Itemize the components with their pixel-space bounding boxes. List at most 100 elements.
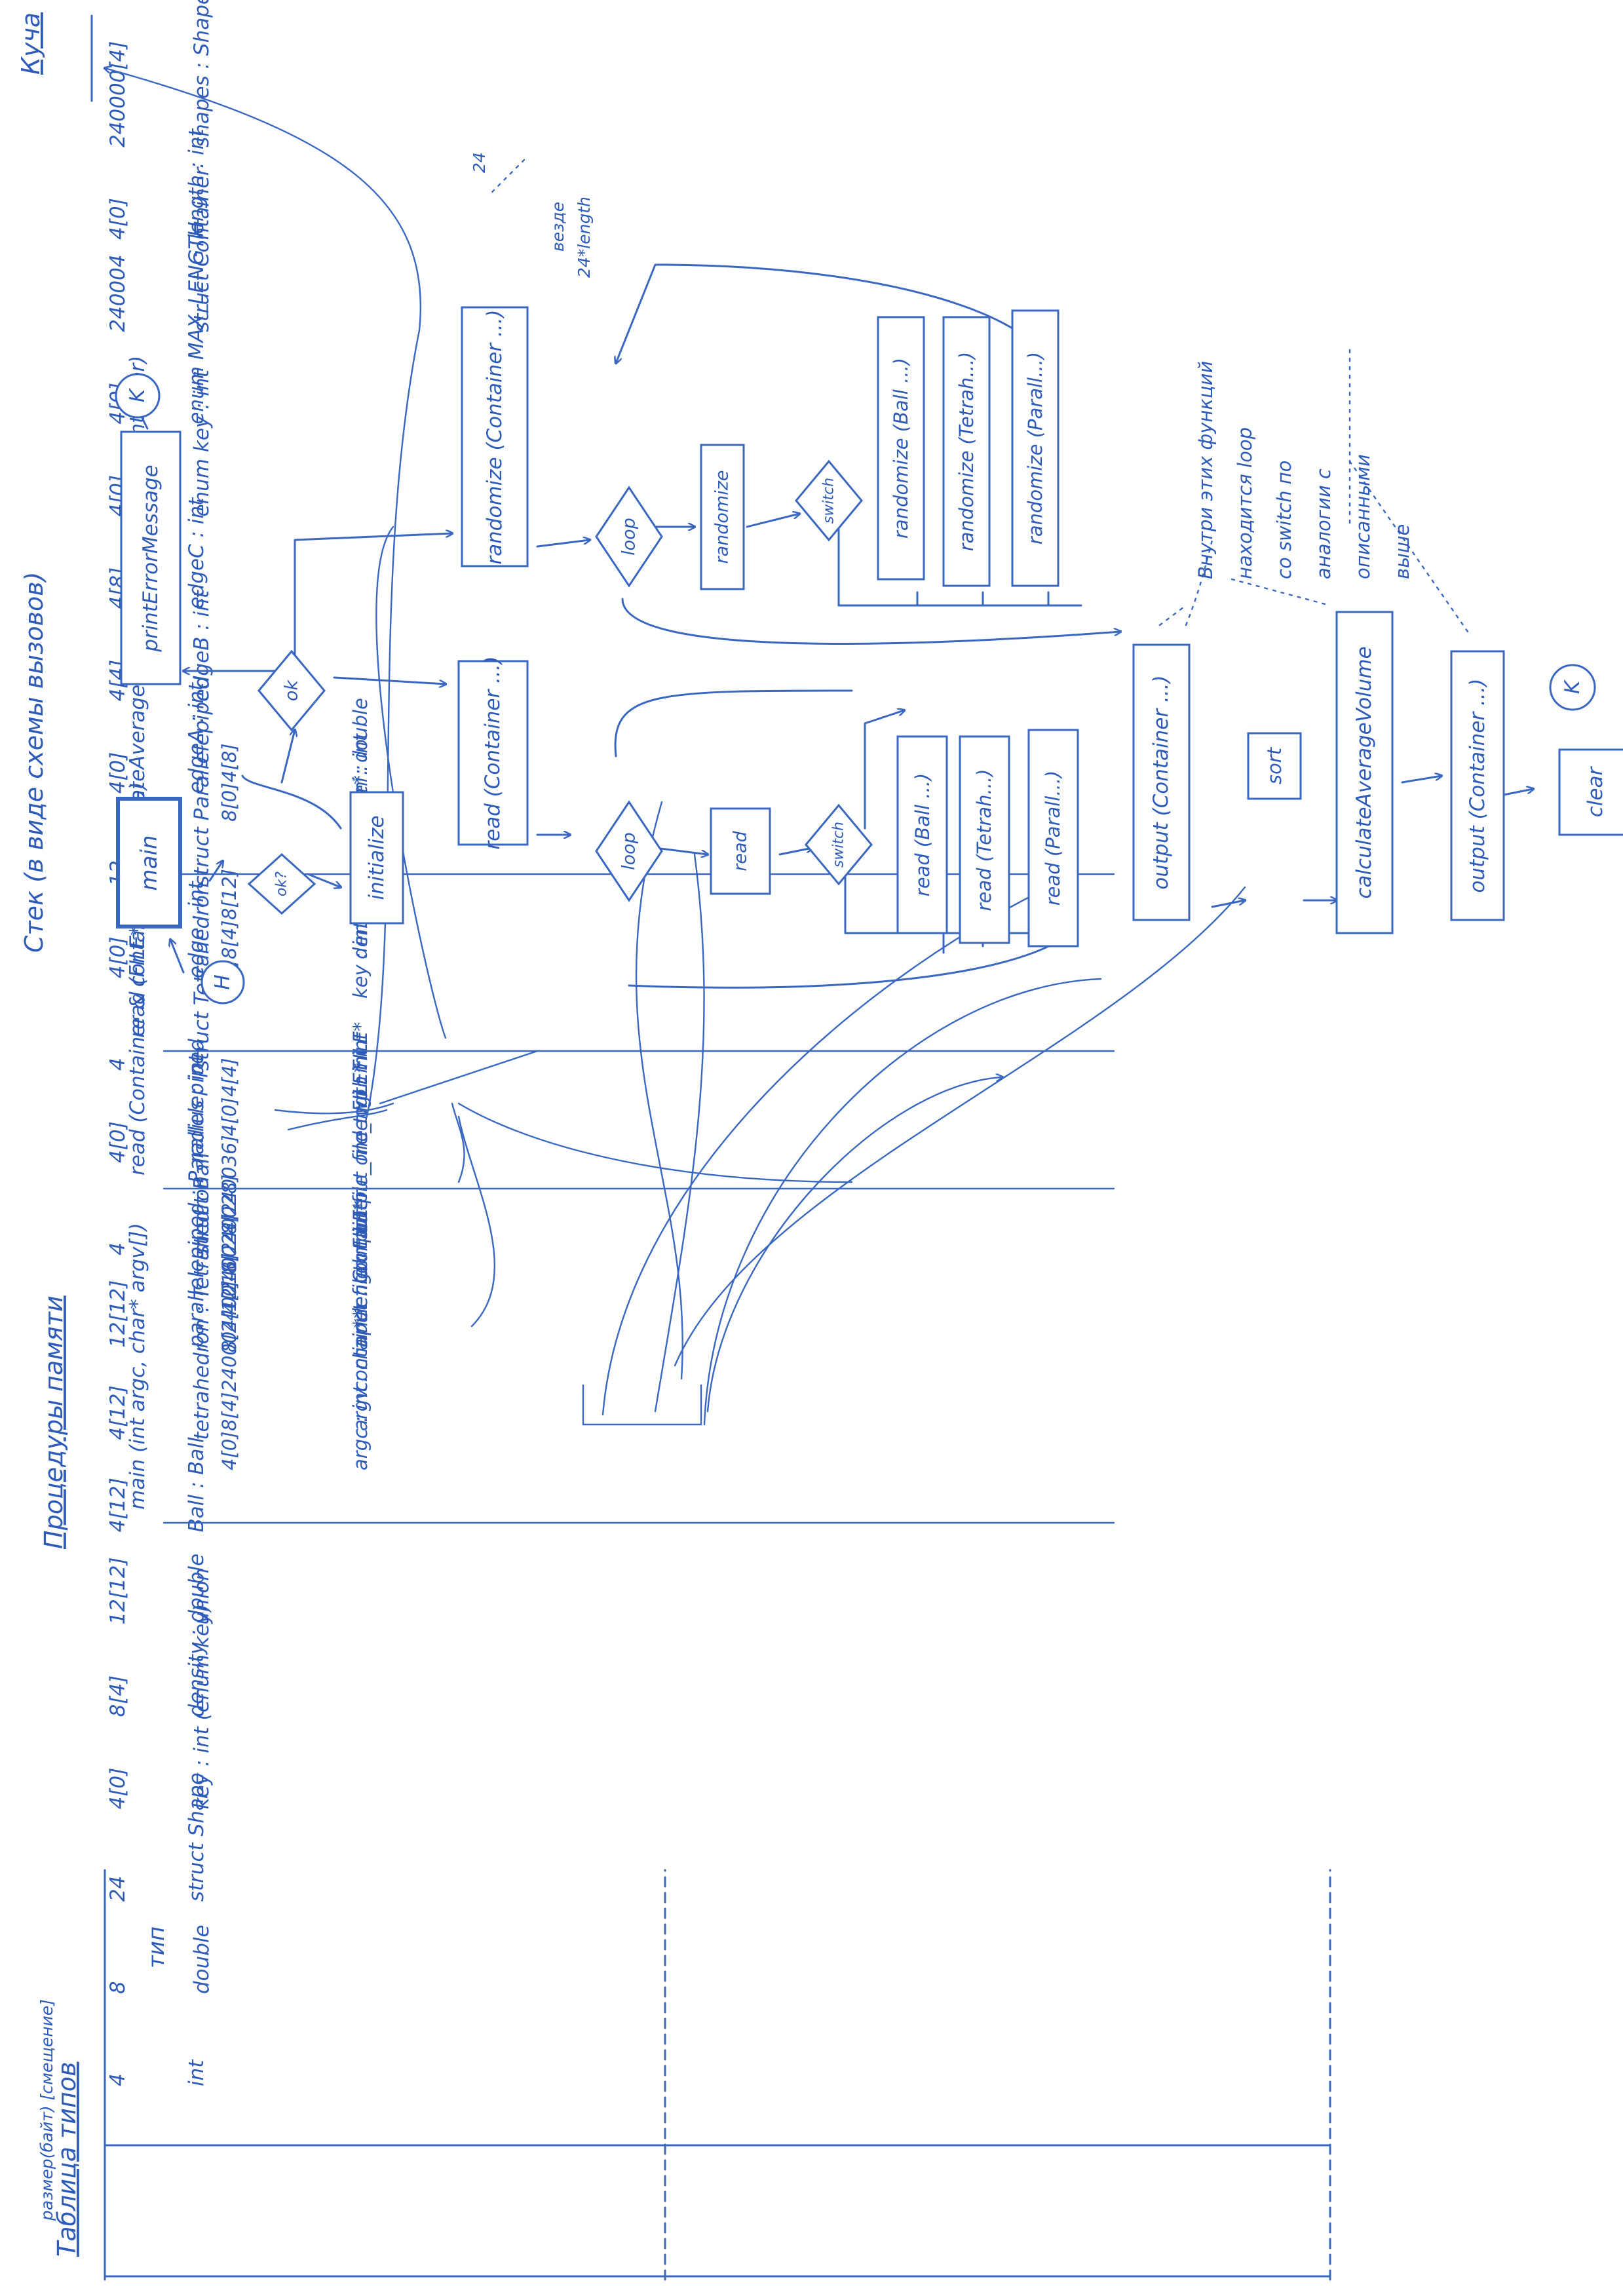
- type-row-size: 4[0]: [106, 198, 130, 240]
- ok-node: ok: [258, 649, 326, 732]
- end-node-2-label: K: [1561, 679, 1584, 694]
- read-node: read: [710, 807, 771, 895]
- procedure-field: length : int: [349, 1208, 372, 1313]
- type-row-name: struct Parallelepiped: [190, 676, 214, 886]
- type-row-name: union: [190, 1568, 214, 1625]
- rand-ball-node: randomize (Ball ...): [877, 316, 925, 581]
- type-row-size: 24: [106, 1876, 130, 1902]
- calc-avg-node: calculateAverageVolume: [1335, 611, 1394, 934]
- procedure-field: argc : int: [349, 1384, 372, 1470]
- heap-section: Куча char*char*char*char*char*FILEFILEFI…: [16, 12, 594, 278]
- types-col-size: размер(байт) [смещение]: [37, 1999, 56, 2221]
- read-tetrah-label: read (Tetrah...): [973, 769, 995, 911]
- procedure-offset: 4[4]: [218, 1058, 240, 1097]
- note-pointers: [1158, 349, 1469, 633]
- procedure-field: container : Container: [349, 1189, 372, 1392]
- procedure-offset: 4[240024]: [218, 1214, 240, 1313]
- procedure-header: main (int argc, char* argv[]): [126, 1223, 149, 1510]
- procedures-title: Процедуры памяти: [39, 1295, 68, 1549]
- function-note-text: Внутри этих функций находится loop со sw…: [1194, 354, 1413, 579]
- type-row-name: density : double: [185, 1554, 208, 1717]
- main-node-label: main: [136, 835, 162, 891]
- type-row-name: length : int: [185, 128, 208, 240]
- union-bracket: [582, 1384, 702, 1426]
- procedure-offset: 8[0]: [218, 782, 240, 822]
- function-note-line-4: аналогии с: [1312, 469, 1335, 579]
- type-row-size: 240000[4]: [106, 41, 130, 147]
- rand-ball-label: randomize (Ball ...): [890, 358, 912, 539]
- type-row-size: 4[12]: [106, 1385, 130, 1440]
- procedure-offset: 8[4]: [218, 1392, 240, 1431]
- randomize-container-node: randomize (Container ...): [461, 306, 529, 567]
- ok-check-label: ok?: [274, 871, 290, 896]
- heap-pointer: [490, 159, 525, 194]
- initialize-label: initialize: [365, 815, 389, 900]
- end-node-1: K: [115, 373, 161, 419]
- procedure-offset: 240004[12]: [218, 1280, 240, 1392]
- clear-label: clear: [1584, 766, 1607, 818]
- type-row-name: edgeA : int: [185, 681, 208, 794]
- function-note: Внутри этих функций находится loop со sw…: [1194, 354, 1413, 579]
- types-col-type: тип: [143, 1926, 170, 1968]
- randomize-container-label: randomize (Container ...): [483, 309, 506, 564]
- type-row-size: 12[12]: [106, 1280, 130, 1348]
- heap-note-a: везде: [548, 202, 567, 252]
- type-row-name: struct Ball: [190, 1152, 214, 1255]
- procedure-field: length : int: [349, 1031, 372, 1136]
- read-parall-node: read (Parall...): [1027, 729, 1079, 947]
- heap-title: Куча: [16, 12, 45, 75]
- type-row-name: Ball : Ball: [185, 1437, 208, 1533]
- type-row-name: shapes : Shape[10000]: [190, 0, 214, 147]
- heap-note-b: 24*length: [575, 197, 594, 278]
- heap-items: char*char*char*char*char*FILEFILEFILESha…: [90, 14, 93, 102]
- type-row-name: enum MAX_LENGTH: [185, 221, 208, 424]
- function-note-line-3: со switch по: [1273, 461, 1295, 579]
- type-row-size: 4[0]: [106, 936, 130, 978]
- print-error-label: printErrorMessage: [139, 465, 162, 653]
- sort-node: sort: [1247, 732, 1302, 800]
- procedure-offset: 8[240036]: [218, 1135, 240, 1234]
- type-row-name: edgeB : int: [190, 589, 214, 701]
- read-loop-node: loop: [595, 800, 663, 902]
- clear-node: clear: [1558, 748, 1623, 836]
- calc-avg-label: calculateAverageVolume: [1352, 646, 1376, 898]
- end-node-1-label: K: [126, 387, 149, 402]
- type-row-size: 4[0]: [106, 752, 130, 794]
- type-row-name: edgeC : int: [185, 497, 208, 609]
- types-table: Таблица типов размер(байт) [смещение] ти…: [37, 0, 1331, 2281]
- output-2-node: output (Container ...): [1450, 650, 1505, 921]
- procedure-field: output-file_one : FILE*: [349, 1063, 372, 1274]
- stack-edges: [138, 263, 1569, 989]
- procedure-offset: 4[0]: [218, 1431, 240, 1470]
- type-row-name: tetrahedron : Tetrahedron: [190, 1176, 214, 1440]
- procedure-offset: 4[8]: [218, 743, 240, 782]
- function-note-line-6: выше: [1391, 524, 1413, 579]
- type-row-size: 4[0]: [106, 1768, 130, 1810]
- rand-tetrah-label: randomize (Tetrah...): [955, 352, 978, 552]
- stack-start: H: [200, 960, 245, 1004]
- type-row-size: 4[12]: [106, 1478, 130, 1532]
- rand-tetrah-node: randomize (Tetrah...): [942, 316, 991, 587]
- types-title: Таблица типов: [52, 2062, 81, 2257]
- main-node: main: [116, 797, 182, 928]
- type-row-size: 4[0]: [106, 1121, 130, 1163]
- output-1-node: output (Container ...): [1132, 643, 1191, 921]
- type-row-name: enum key : int: [190, 368, 214, 516]
- procedure-field: i : int: [349, 1047, 372, 1097]
- procedure-offset: 8[12]: [218, 869, 240, 920]
- type-row-name: int: [185, 2059, 208, 2086]
- ok-check-node: ok?: [247, 852, 316, 915]
- ok-label: ok: [282, 679, 302, 702]
- randomize-node: randomize: [700, 444, 745, 590]
- procedure-offset: 8[4]: [218, 920, 240, 959]
- end-node-2: K: [1549, 664, 1596, 711]
- read-ball-label: read (Ball ...): [911, 773, 934, 896]
- stack-start-label: H: [211, 974, 235, 989]
- read-switch-label: switch: [831, 822, 847, 868]
- procedure-offset: 8[240016]: [218, 1253, 240, 1352]
- type-row-name: key : int (enum key): [190, 1603, 214, 1809]
- randomize-label: randomize: [712, 470, 733, 564]
